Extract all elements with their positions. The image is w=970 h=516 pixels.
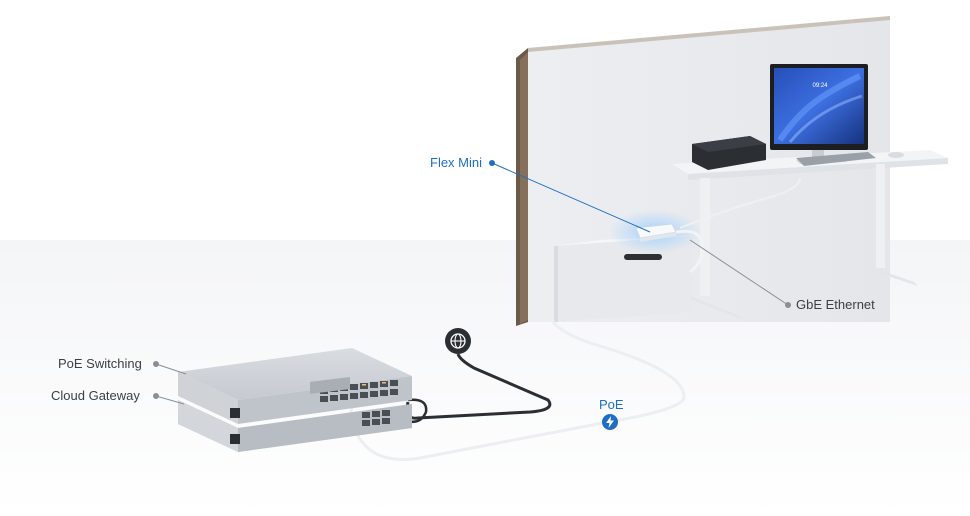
gbe-ethernet-label: GbE Ethernet [796, 297, 875, 312]
leader-lines [153, 160, 791, 405]
power-socket [230, 408, 240, 418]
power-socket [230, 434, 240, 444]
patch-cable [403, 398, 428, 423]
globe-icon [445, 328, 471, 354]
monitor [770, 64, 904, 166]
poe-switching-label: PoE Switching [58, 356, 142, 371]
poe-label: PoE [599, 397, 624, 412]
flex-mini-device [609, 210, 701, 254]
rack-stack [178, 348, 412, 452]
desk-cable-2 [679, 177, 801, 229]
cloud-gateway-label: Cloud Gateway [51, 388, 140, 403]
monitor-clock: 09:24 [812, 83, 828, 89]
internet-cable [405, 353, 552, 420]
lightning-bolt-icon [602, 414, 618, 430]
desk-cable [675, 229, 704, 274]
gateway-ports [362, 410, 390, 426]
flex-mini-label: Flex Mini [430, 155, 483, 170]
printer [692, 136, 766, 170]
